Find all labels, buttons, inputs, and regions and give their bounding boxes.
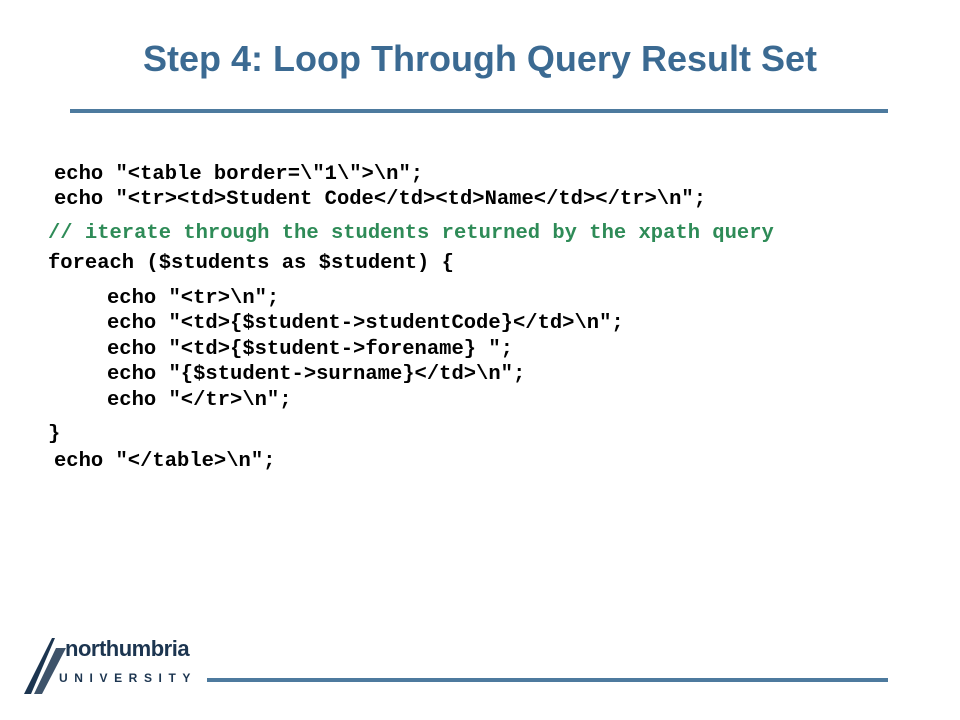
northumbria-logo: northumbria UNIVERSITY — [22, 634, 190, 696]
code-line-row-close: echo "</tr>\n"; — [107, 389, 292, 412]
code-line-student-code: echo "<td>{$student->studentCode}</td>\n… — [107, 312, 624, 335]
code-comment: // iterate through the students returned… — [48, 222, 774, 245]
code-line-forename: echo "<td>{$student->forename} "; — [107, 338, 513, 361]
code-line-header-row: echo "<tr><td>Student Code</td><td>Name<… — [54, 188, 707, 211]
title-divider — [70, 109, 888, 113]
footer-divider — [207, 678, 888, 682]
code-line-table-close: echo "</table>\n"; — [54, 450, 276, 473]
code-line-table-open: echo "<table border=\"1\">\n"; — [54, 163, 424, 186]
logo-swoosh-icon — [24, 638, 66, 694]
logo-name: northumbria — [65, 636, 190, 661]
slide-title: Step 4: Loop Through Query Result Set — [142, 38, 818, 79]
code-line-close-brace: } — [48, 423, 61, 446]
code-line-foreach: foreach ($students as $student) { — [48, 252, 454, 275]
code-line-surname: echo "{$student->surname}</td>\n"; — [107, 363, 526, 386]
code-line-row-open: echo "<tr>\n"; — [107, 287, 280, 310]
logo-subtitle: UNIVERSITY — [59, 671, 198, 685]
